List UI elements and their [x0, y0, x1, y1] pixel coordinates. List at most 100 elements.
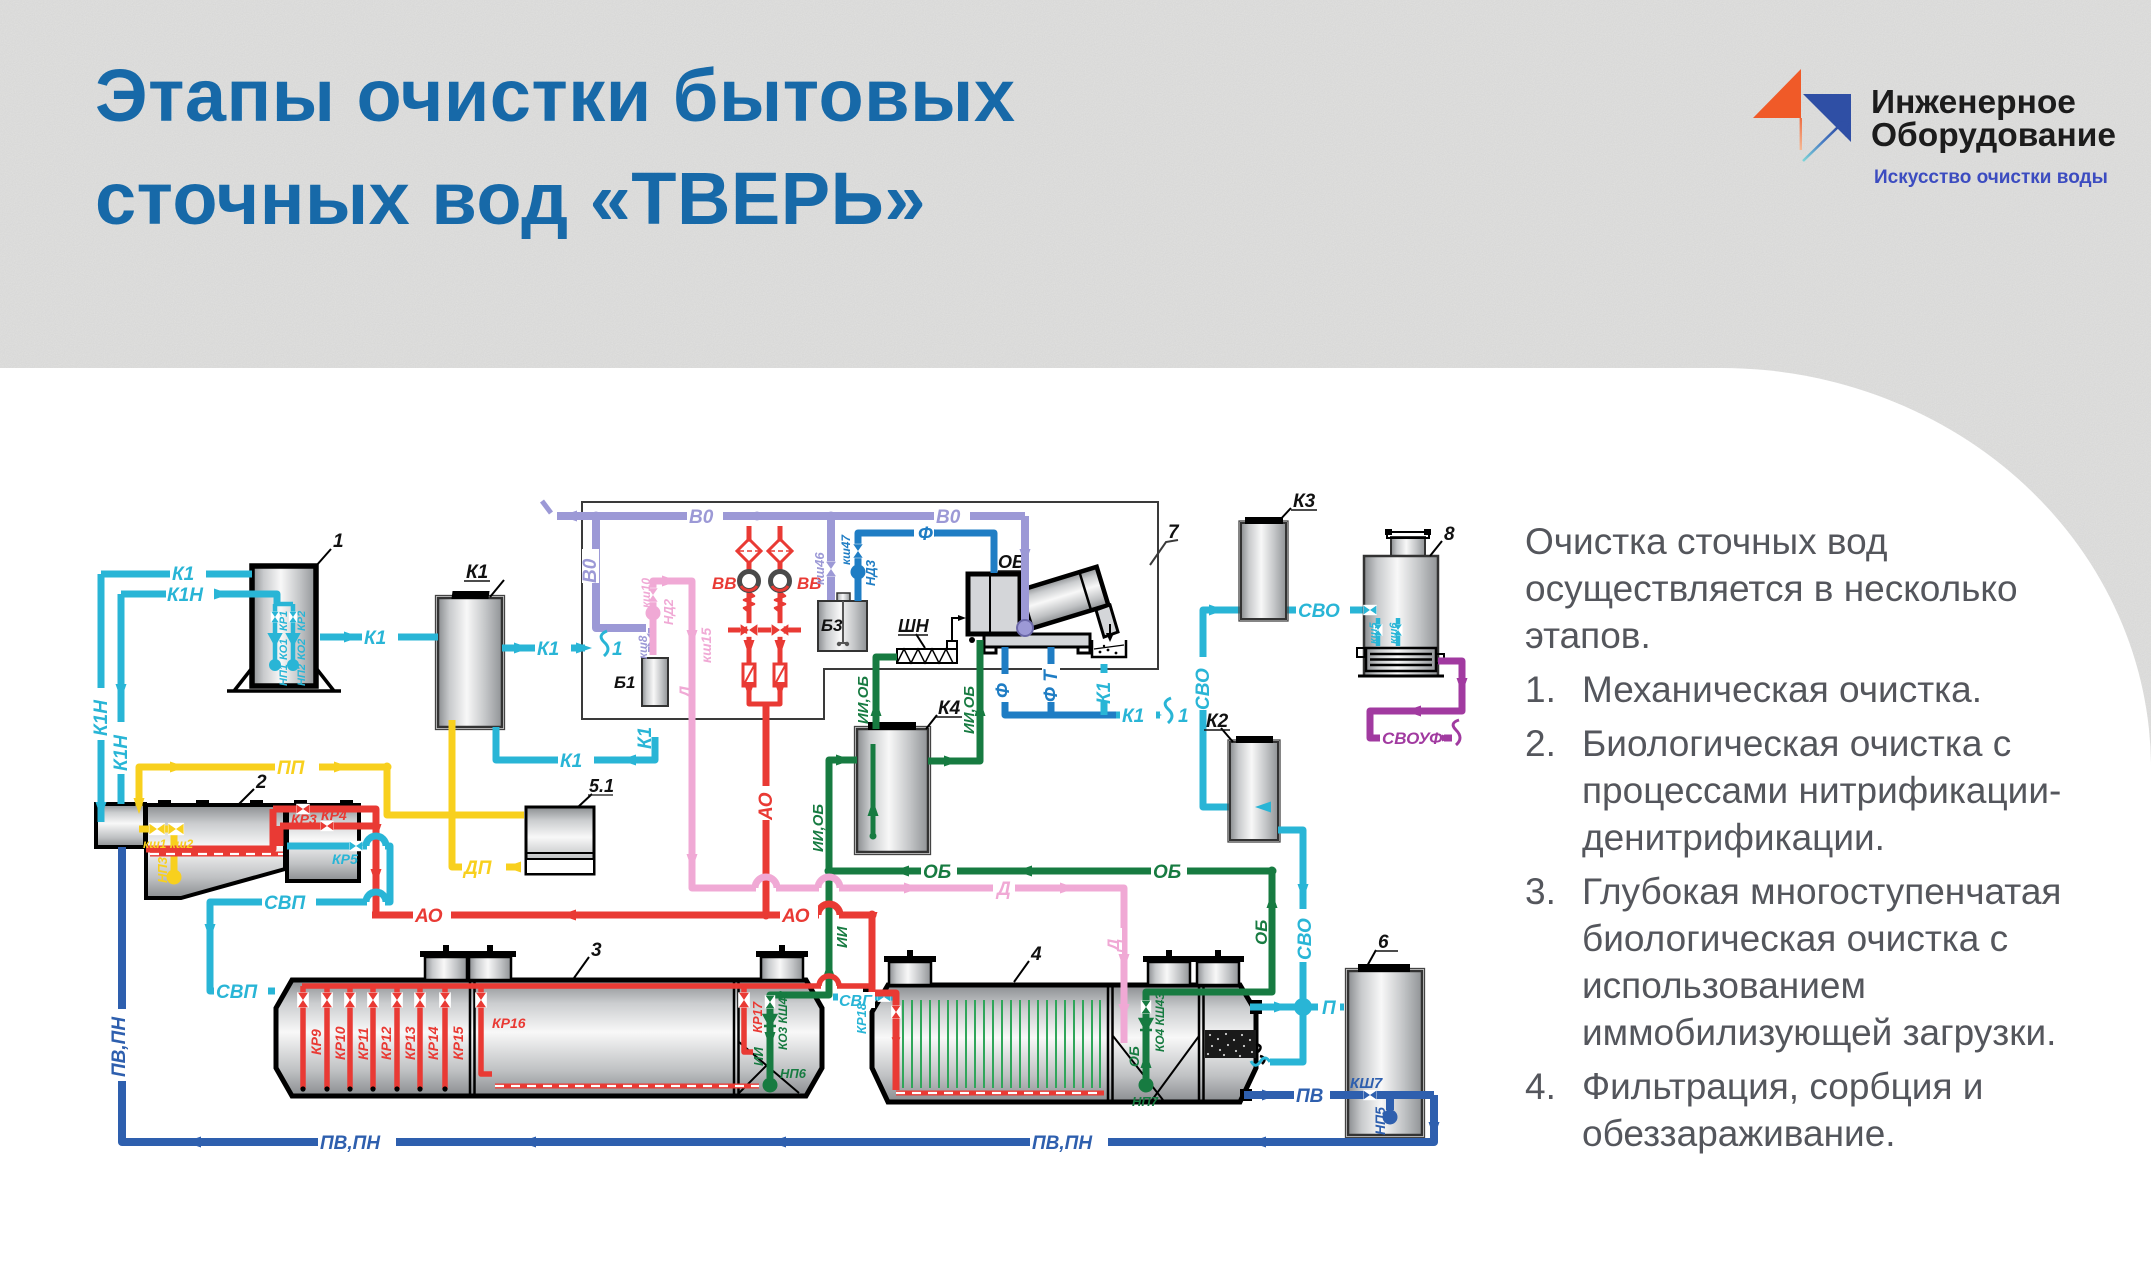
- svg-text:КШ7: КШ7: [1350, 1075, 1383, 1092]
- svg-text:КР2: КР2: [296, 611, 308, 631]
- svg-text:АО: АО: [756, 792, 777, 821]
- svg-text:НД3: НД3: [863, 559, 878, 586]
- svg-text:НД2: НД2: [661, 598, 676, 625]
- svg-text:КР9: КР9: [308, 1029, 324, 1055]
- svg-text:НП5: НП5: [1372, 1107, 1388, 1135]
- svg-text:КР11: КР11: [355, 1027, 371, 1060]
- svg-text:К1: К1: [635, 727, 656, 749]
- svg-text:Б1: Б1: [614, 673, 636, 692]
- svg-text:ОБ: ОБ: [998, 552, 1025, 572]
- svg-text:Б3: Б3: [821, 616, 843, 635]
- svg-text:К2: К2: [1206, 711, 1229, 732]
- svg-text:ПВ,ПН: ПВ,ПН: [109, 1016, 130, 1077]
- svg-text:К1Н: К1Н: [91, 699, 112, 736]
- svg-text:СВП: СВП: [216, 982, 257, 1003]
- svg-text:ИИ,ОБ: ИИ,ОБ: [855, 676, 872, 724]
- svg-text:кш47: кш47: [839, 534, 853, 565]
- svg-text:ПВ,ПН: ПВ,ПН: [1032, 1133, 1093, 1154]
- svg-text:К3: К3: [1293, 491, 1316, 512]
- svg-text:КР1: КР1: [278, 611, 290, 631]
- svg-text:кш5: кш5: [1368, 622, 1380, 644]
- svg-text:АО: АО: [781, 906, 810, 927]
- svg-text:В0: В0: [580, 558, 601, 583]
- svg-text:КР5: КР5: [332, 851, 358, 867]
- svg-text:СВП: СВП: [264, 893, 305, 914]
- svg-text:Д: Д: [1104, 939, 1123, 953]
- svg-text:Д: Д: [995, 879, 1011, 900]
- svg-text:КР10: КР10: [332, 1026, 348, 1060]
- svg-text:ИИ: ИИ: [834, 925, 851, 948]
- svg-text:К1: К1: [172, 564, 194, 585]
- svg-text:3: 3: [591, 940, 602, 961]
- svg-text:КО2: КО2: [296, 639, 308, 660]
- svg-text:6: 6: [1378, 932, 1389, 953]
- svg-text:К1: К1: [1122, 706, 1144, 727]
- svg-text:кш8: кш8: [636, 635, 650, 659]
- svg-text:К1: К1: [466, 562, 488, 583]
- svg-text:КО1: КО1: [278, 639, 290, 660]
- svg-text:К1: К1: [537, 639, 559, 660]
- svg-text:кш1 кш2: кш1 кш2: [143, 837, 194, 851]
- svg-text:5.1: 5.1: [589, 776, 614, 796]
- svg-text:СВОУФ: СВОУФ: [1382, 729, 1443, 748]
- svg-text:2: 2: [255, 772, 267, 793]
- svg-text:ВВ: ВВ: [712, 574, 737, 593]
- svg-text:В0: В0: [936, 507, 961, 528]
- svg-text:ДП: ДП: [462, 858, 492, 879]
- svg-text:НП6: НП6: [780, 1066, 807, 1081]
- svg-text:СВО: СВО: [1298, 601, 1340, 622]
- svg-text:НП2: НП2: [296, 664, 308, 686]
- svg-text:1: 1: [333, 531, 344, 552]
- svg-text:АО: АО: [414, 906, 443, 927]
- svg-text:КР14: КР14: [425, 1026, 441, 1060]
- svg-text:КР17: КР17: [750, 1001, 765, 1033]
- svg-text:8: 8: [1444, 524, 1455, 545]
- svg-text:Ф Т: Ф Т: [1041, 669, 1062, 702]
- svg-text:1: 1: [612, 639, 623, 660]
- svg-text:НП7: НП7: [1132, 1094, 1159, 1109]
- svg-text:ИИ: ИИ: [751, 1047, 766, 1066]
- svg-text:К1Н: К1Н: [111, 734, 132, 771]
- svg-text:КР3: КР3: [291, 811, 317, 827]
- svg-text:К1: К1: [1094, 682, 1115, 704]
- svg-text:НП1: НП1: [278, 664, 290, 686]
- svg-text:КР15: КР15: [450, 1026, 466, 1060]
- svg-text:КО4 КШ43: КО4 КШ43: [1153, 993, 1167, 1052]
- svg-text:ШН: ШН: [898, 616, 930, 636]
- svg-text:К1: К1: [560, 751, 582, 772]
- svg-text:НП3: НП3: [155, 856, 170, 883]
- svg-text:1: 1: [1178, 706, 1189, 727]
- svg-text:ОБ: ОБ: [923, 862, 951, 883]
- svg-text:ПП: ПП: [277, 758, 305, 779]
- svg-text:4: 4: [1030, 944, 1042, 965]
- svg-text:П: П: [1322, 998, 1336, 1019]
- svg-text:К4: К4: [938, 698, 961, 719]
- svg-text:В0: В0: [689, 507, 714, 528]
- svg-text:ПВ,ПН: ПВ,ПН: [320, 1133, 381, 1154]
- svg-text:кш6: кш6: [1388, 622, 1400, 644]
- svg-text:ОБ: ОБ: [1252, 920, 1271, 945]
- svg-text:КР12: КР12: [378, 1026, 394, 1060]
- svg-text:кш15: кш15: [698, 628, 714, 663]
- svg-text:Ф: Ф: [918, 524, 933, 545]
- svg-text:К1Н: К1Н: [167, 585, 204, 606]
- svg-text:КО3 КШ48: КО3 КШ48: [776, 991, 790, 1050]
- svg-text:Ф: Ф: [993, 683, 1014, 698]
- svg-text:ВВ: ВВ: [797, 574, 822, 593]
- svg-text:К1: К1: [364, 628, 386, 649]
- svg-text:КР16: КР16: [492, 1015, 526, 1031]
- svg-text:ИИ,ОБ: ИИ,ОБ: [961, 686, 978, 734]
- svg-text:КР13: КР13: [402, 1026, 418, 1060]
- svg-text:ОБ: ОБ: [1126, 1046, 1142, 1067]
- svg-text:ОБ: ОБ: [1153, 862, 1181, 883]
- svg-text:кш46: кш46: [812, 552, 827, 585]
- svg-text:7: 7: [1168, 522, 1180, 543]
- svg-text:СВО: СВО: [1295, 918, 1316, 960]
- svg-text:ПВ: ПВ: [1296, 1086, 1324, 1107]
- svg-text:СВГ: СВГ: [839, 993, 873, 1010]
- svg-text:КР4: КР4: [321, 807, 347, 823]
- svg-text:Д: Д: [676, 686, 695, 700]
- svg-text:СВО: СВО: [1193, 668, 1214, 710]
- svg-text:ИИ,ОБ: ИИ,ОБ: [810, 804, 827, 852]
- svg-text:кш10: кш10: [639, 578, 653, 608]
